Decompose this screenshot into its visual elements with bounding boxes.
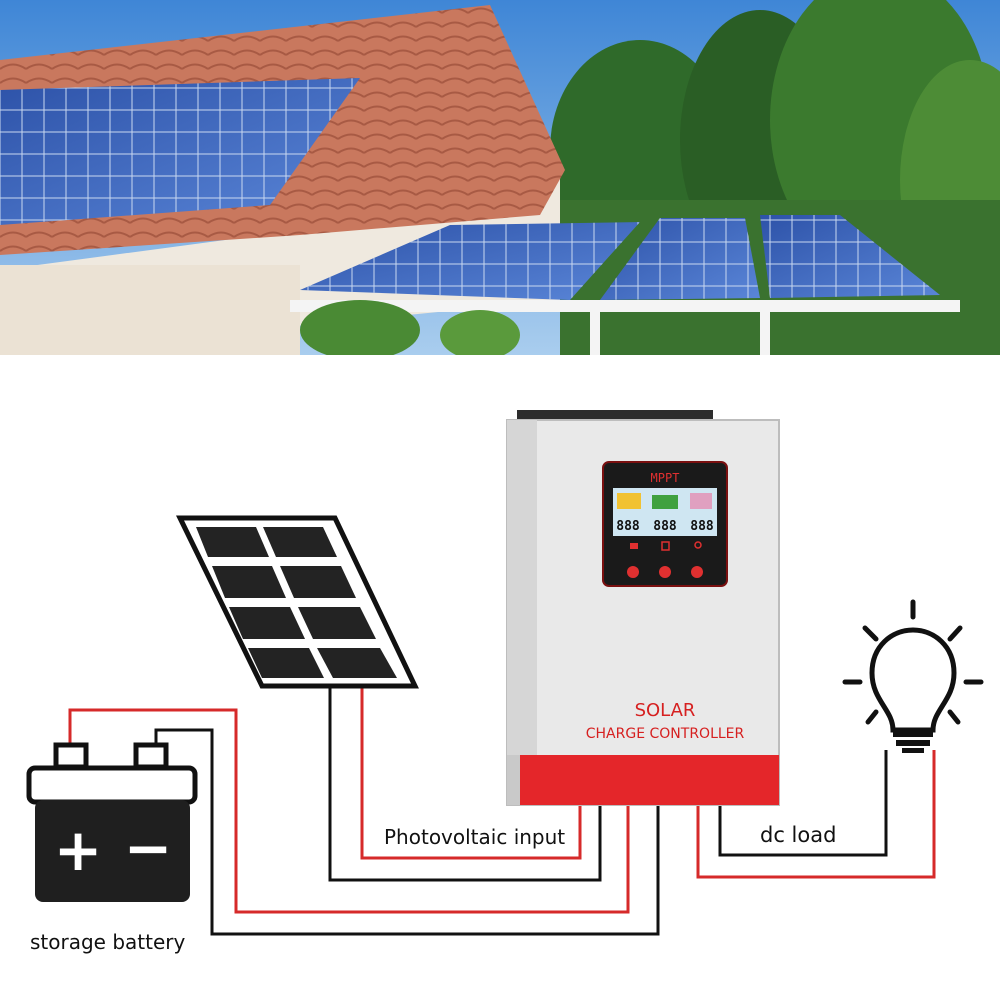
- load-negative-wire: [718, 750, 888, 857]
- storage-battery: + −: [26, 742, 198, 902]
- charge-controller: MPPT 888 888 888 SOLAR CHARGE CONTROLLER: [506, 410, 780, 806]
- controller-title-solar: SOLAR: [635, 700, 696, 721]
- battery-minus-symbol: −: [124, 814, 173, 882]
- wiring-diagram: + − MPPT 888 888 888: [26, 410, 984, 936]
- storage-battery-label: storage battery: [30, 930, 186, 954]
- battery-positive-wire: [68, 708, 630, 914]
- pv-positive-wire: [360, 686, 582, 860]
- pergola-solar-panels: [290, 215, 960, 355]
- photovoltaic-input-label: Photovoltaic input: [384, 825, 566, 849]
- light-bulb-icon: [842, 599, 984, 733]
- battery-negative-wire: [154, 728, 660, 936]
- display-brand: MPPT: [651, 471, 680, 485]
- controller-title-charge-controller: CHARGE CONTROLLER: [586, 726, 745, 742]
- controller-left-button: [627, 566, 639, 578]
- pv-negative-wire: [328, 686, 602, 882]
- controller-right-button: [691, 566, 703, 578]
- solar-panel: [175, 515, 419, 689]
- display-readout-mid: 888: [653, 519, 677, 534]
- controller-red-band: [520, 755, 779, 805]
- display-readout-left: 888: [616, 519, 640, 534]
- battery-plus-symbol: +: [54, 816, 103, 884]
- display-readout-right: 888: [690, 519, 714, 534]
- panel-cells: [196, 527, 397, 678]
- solar-house-photo: [0, 0, 1000, 355]
- dc-load-label: dc load: [760, 823, 837, 847]
- controller-menu-button: [659, 566, 671, 578]
- load-positive-wire: [696, 750, 936, 879]
